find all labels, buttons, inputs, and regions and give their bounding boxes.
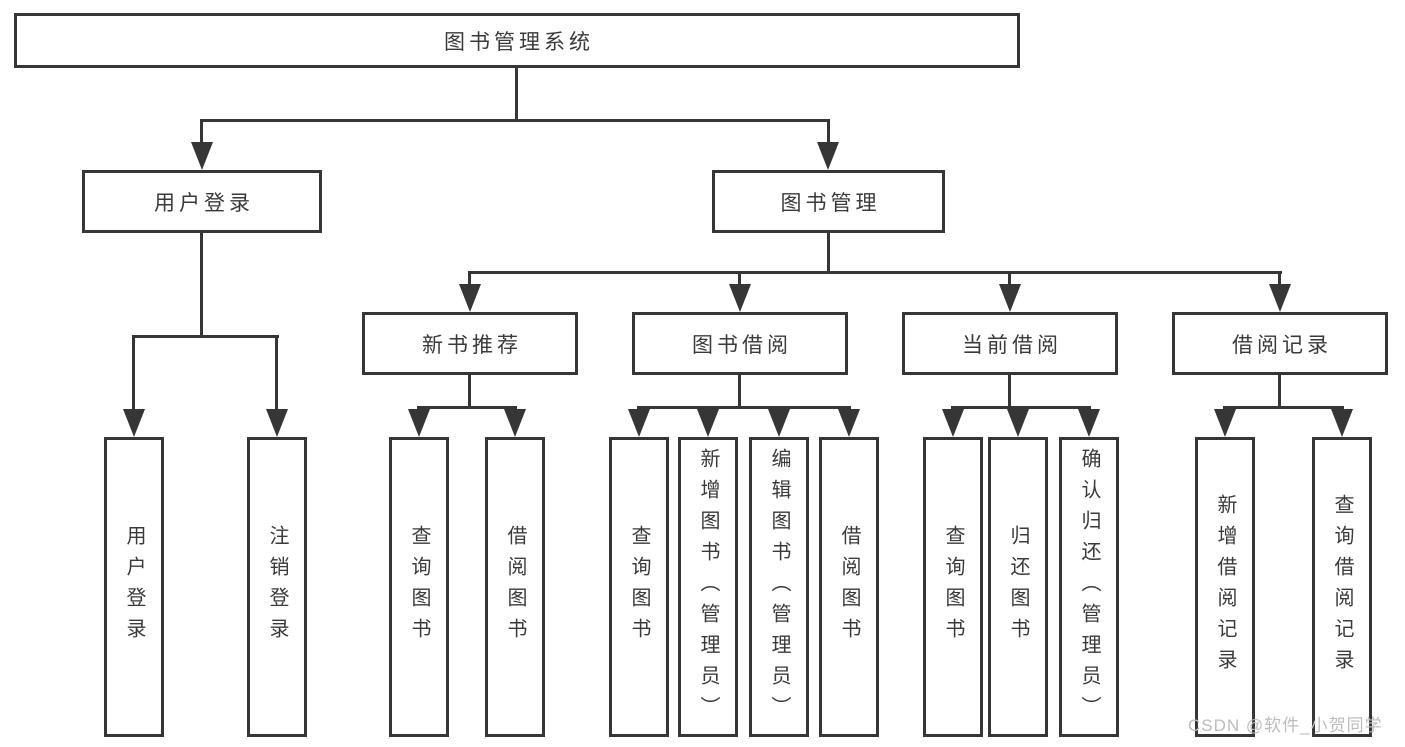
leaf-edit-books-admin-label: 编辑图书（管理员） — [768, 447, 790, 727]
arrowhead-leaf-query-books-c — [942, 409, 964, 437]
leaf-logout-label: 注销登录 — [266, 525, 288, 649]
node-current-borrow-label: 当前借阅 — [962, 333, 1062, 357]
connector-level2-rail — [468, 271, 1282, 274]
connector-current-borrow-rail — [951, 406, 1091, 409]
arrowhead-user-login — [191, 142, 213, 170]
node-book-mgmt: 图书管理 — [712, 170, 945, 233]
node-book-borrow: 图书借阅 — [632, 312, 848, 375]
arrowhead-borrow-records — [1269, 284, 1291, 312]
leaf-user-login: 用户登录 — [104, 437, 164, 737]
leaf-query-books-c-label: 查询图书 — [942, 525, 964, 649]
arrowhead-leaf-edit-books — [768, 409, 790, 437]
leaf-borrow-books-b: 借阅图书 — [819, 437, 879, 737]
leaf-query-borrow-record: 查询借阅记录 — [1312, 437, 1372, 737]
leaf-add-books-admin: 新增图书（管理员） — [678, 437, 738, 737]
leaf-query-books-b-label: 查询图书 — [628, 525, 650, 649]
leaf-user-login-label: 用户登录 — [123, 525, 145, 649]
leaf-add-borrow-record: 新增借阅记录 — [1195, 437, 1255, 737]
node-user-login-label: 用户登录 — [154, 191, 254, 215]
leaf-query-books-b: 查询图书 — [609, 437, 669, 737]
connector-drop-logout-leaf — [275, 335, 278, 415]
connector-level1-rail — [200, 119, 830, 122]
arrowhead-book-borrow — [729, 284, 751, 312]
arrowhead-leaf-borrow-books-a — [504, 409, 526, 437]
connector-drop-book-mgmt — [827, 119, 830, 149]
leaf-logout: 注销登录 — [247, 437, 307, 737]
leaf-return-books-label: 归还图书 — [1007, 525, 1029, 649]
leaf-query-books-a: 查询图书 — [389, 437, 449, 737]
csdn-watermark: CSDN @软件_小贺同学 — [1188, 716, 1383, 735]
leaf-confirm-return-admin: 确认归还（管理员） — [1059, 437, 1119, 737]
connector-drop-borrow-records — [1278, 271, 1281, 291]
connector-user-login-rail — [132, 335, 279, 338]
connector-new-books-rail — [417, 406, 517, 409]
arrowhead-book-mgmt — [817, 142, 839, 170]
leaf-return-books: 归还图书 — [988, 437, 1048, 737]
arrowhead-leaf-query-books-b — [628, 409, 650, 437]
connector-borrow-records-rail — [1223, 406, 1344, 409]
arrowhead-login-leaf — [123, 409, 145, 437]
leaf-add-borrow-record-label: 新增借阅记录 — [1214, 494, 1236, 680]
connector-drop-new-books — [468, 271, 471, 291]
connector-new-books-stub — [468, 375, 471, 408]
arrowhead-leaf-query-record — [1331, 409, 1353, 437]
leaf-query-books-c: 查询图书 — [923, 437, 983, 737]
connector-book-mgmt-stub — [827, 233, 830, 273]
leaf-add-books-admin-label: 新增图书（管理员） — [697, 447, 719, 727]
connector-drop-book-borrow — [738, 271, 741, 291]
arrowhead-current-borrow — [999, 284, 1021, 312]
arrowhead-logout-leaf — [266, 409, 288, 437]
arrowhead-leaf-return-books — [1007, 409, 1029, 437]
leaf-confirm-return-admin-label: 确认归还（管理员） — [1078, 447, 1100, 727]
leaf-borrow-books-b-label: 借阅图书 — [838, 525, 860, 649]
connector-drop-user-login — [200, 119, 203, 149]
leaf-borrow-books-a: 借阅图书 — [485, 437, 545, 737]
node-user-login: 用户登录 — [82, 170, 322, 233]
leaf-edit-books-admin: 编辑图书（管理员） — [749, 437, 809, 737]
leaf-query-books-a-label: 查询图书 — [408, 525, 430, 649]
node-book-borrow-label: 图书借阅 — [692, 333, 792, 357]
node-book-mgmt-label: 图书管理 — [780, 191, 881, 215]
arrowhead-leaf-query-books-a — [408, 409, 430, 437]
arrowhead-new-books — [459, 284, 481, 312]
node-borrow-records: 借阅记录 — [1172, 312, 1388, 375]
connector-drop-current-borrow — [1008, 271, 1011, 291]
connector-book-borrow-stub — [738, 375, 741, 408]
connector-root-stub — [515, 68, 518, 121]
connector-current-borrow-stub — [1008, 375, 1011, 408]
arrowhead-leaf-borrow-books-b — [838, 409, 860, 437]
connector-user-login-stub — [200, 233, 203, 337]
arrowhead-leaf-add-record — [1214, 409, 1236, 437]
leaf-borrow-books-a-label: 借阅图书 — [504, 525, 526, 649]
node-new-books: 新书推荐 — [362, 312, 578, 375]
node-new-books-label: 新书推荐 — [422, 333, 522, 357]
arrowhead-leaf-confirm-return — [1078, 409, 1100, 437]
node-borrow-records-label: 借阅记录 — [1232, 333, 1332, 357]
connector-borrow-records-stub — [1278, 375, 1281, 408]
node-library-system: 图书管理系统 — [14, 13, 1020, 68]
connector-drop-login-leaf — [132, 335, 135, 415]
arrowhead-leaf-add-books — [697, 409, 719, 437]
node-library-system-label: 图书管理系统 — [444, 30, 594, 54]
connector-book-borrow-rail — [637, 406, 851, 409]
leaf-query-borrow-record-label: 查询借阅记录 — [1331, 494, 1353, 680]
node-current-borrow: 当前借阅 — [902, 312, 1118, 375]
